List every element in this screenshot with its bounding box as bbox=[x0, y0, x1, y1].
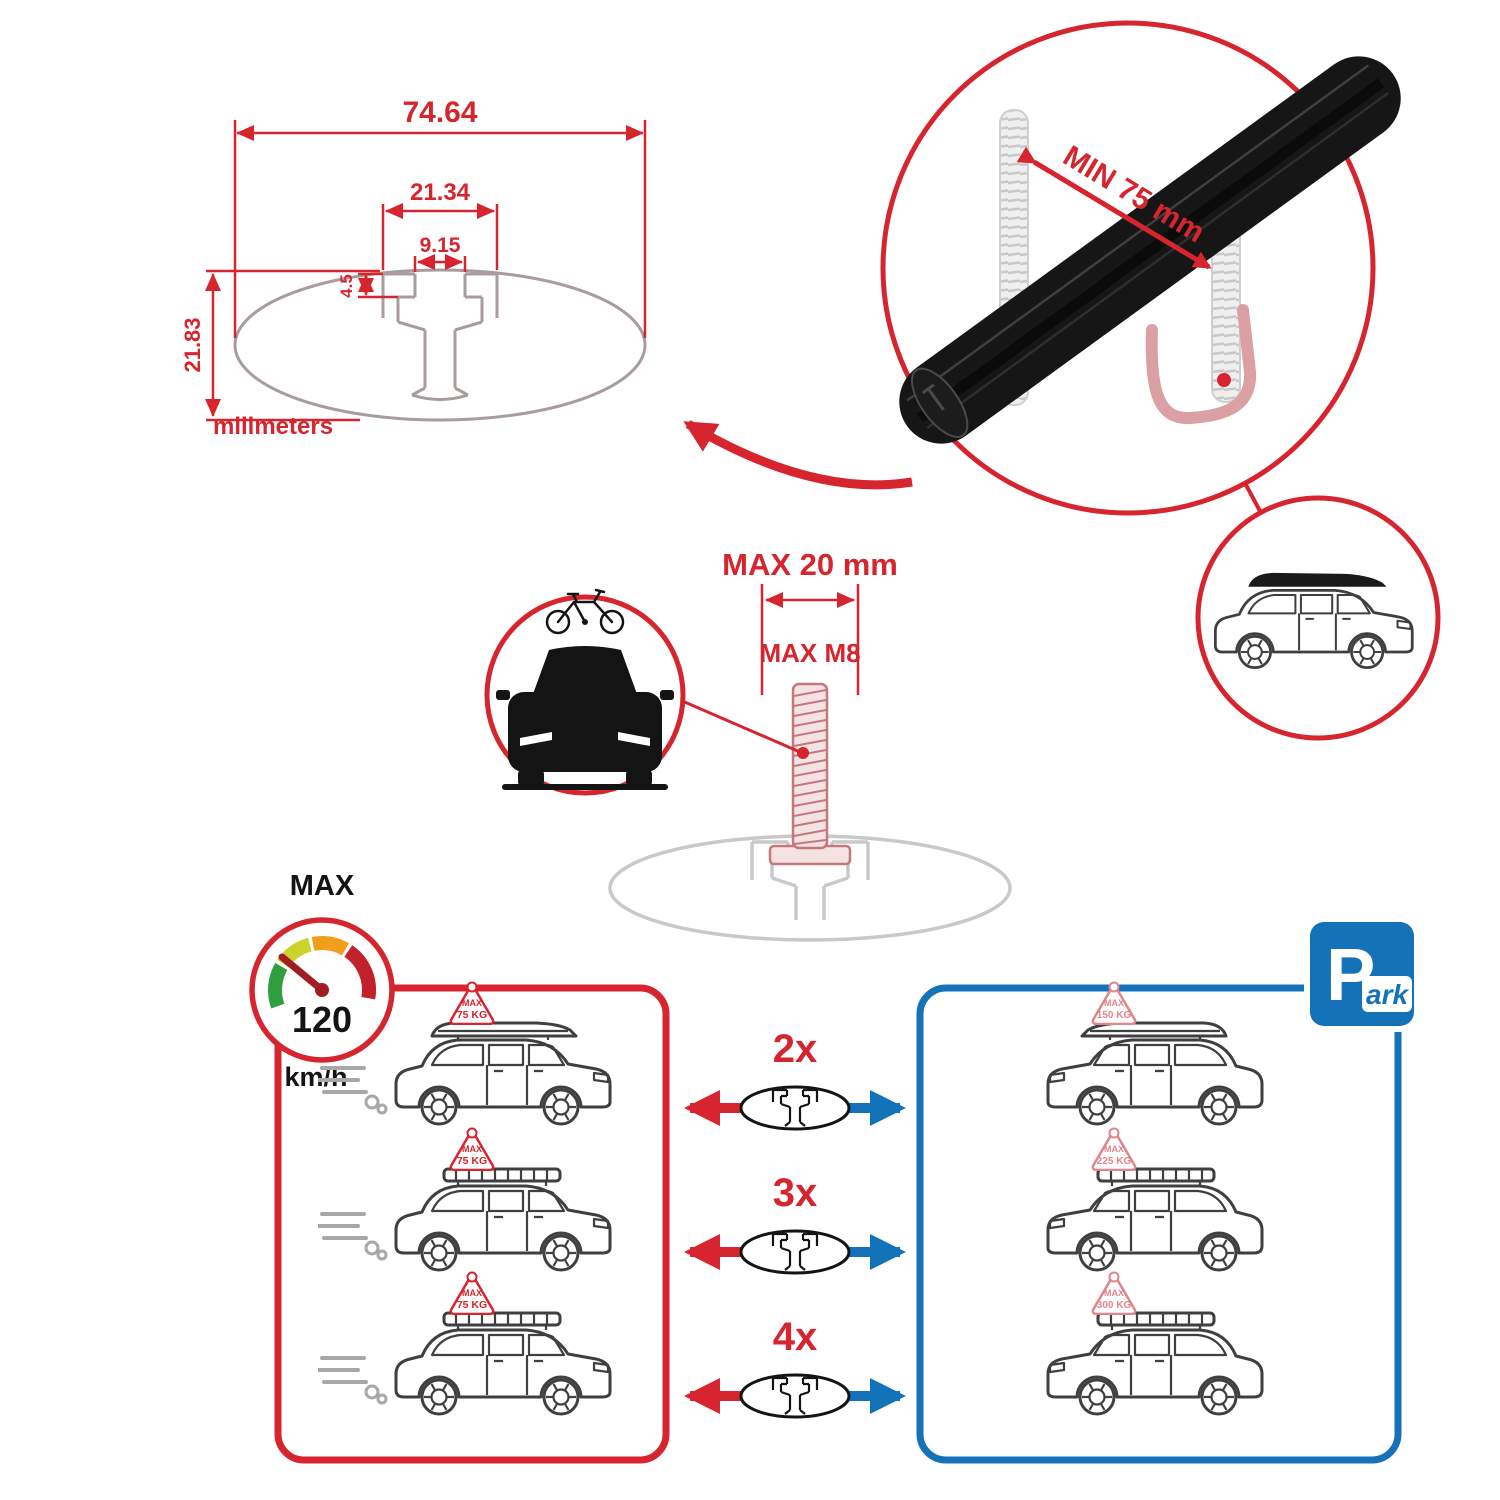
dim-total-height-extensions bbox=[206, 269, 380, 422]
flag-load-value: 225 KG bbox=[1097, 1156, 1132, 1167]
dim-slot-depth-extensions bbox=[358, 272, 398, 299]
headlight-right bbox=[618, 732, 650, 746]
u-bolt-strap bbox=[1145, 304, 1257, 425]
crossbar-profile-channel bbox=[381, 272, 499, 401]
driving-car-row-3: MAX 75 KG bbox=[318, 1271, 612, 1416]
suv-detail-circle bbox=[1195, 495, 1441, 741]
gauge-value: 120 bbox=[292, 999, 352, 1040]
flag-load-value: 75 KG bbox=[457, 1009, 487, 1021]
bolt-diagram: MAX 20 mm MAX M8 bbox=[608, 547, 1012, 942]
headlight-left bbox=[520, 732, 552, 746]
load-flag: MAX 75 KG bbox=[449, 1127, 495, 1171]
gauge-max-label: MAX bbox=[290, 870, 355, 902]
load-flag: MAX 225 KG bbox=[1091, 1127, 1137, 1171]
crossbar-profile-icon bbox=[739, 1229, 851, 1275]
multiplier-3x: 3x bbox=[684, 1171, 906, 1275]
park-sign-ark: ark bbox=[1366, 979, 1409, 1010]
flag-load-value: 300 KG bbox=[1097, 1300, 1132, 1311]
dimension-diagram: 74.64 21.34 9.15 4.5 21.83 milimeters bbox=[180, 96, 647, 440]
crossbar-profile-icon bbox=[739, 1373, 851, 1419]
car-front-icon bbox=[496, 646, 674, 790]
fastener-dot bbox=[1217, 373, 1231, 387]
pointer-arrow-to-profile bbox=[683, 420, 913, 490]
dim-slot-inner-extensions bbox=[413, 256, 467, 272]
min-span-arrow bbox=[1016, 146, 1212, 270]
multiplier-label: 4x bbox=[773, 1315, 818, 1359]
multiplier-label: 3x bbox=[773, 1171, 818, 1215]
multiplier-4x: 4x bbox=[684, 1315, 906, 1419]
crossbar-profile-icon bbox=[739, 1085, 851, 1131]
dim-slot-outer-value: 21.34 bbox=[410, 179, 471, 206]
dim-slot-outer-extensions bbox=[381, 204, 499, 270]
roofbox-icon bbox=[1080, 1021, 1228, 1042]
flag-load-value: 75 KG bbox=[457, 1299, 487, 1311]
flag-max-label: MAX bbox=[1104, 1144, 1124, 1154]
dim-total-width-extensions bbox=[233, 120, 647, 338]
multiplier-2x: 2x bbox=[684, 1027, 906, 1131]
flag-max-label: MAX bbox=[1104, 1288, 1124, 1298]
dim-total-width-value: 74.64 bbox=[402, 96, 477, 129]
bolt-illustration bbox=[768, 682, 852, 866]
bolt-thread-label: MAX M8 bbox=[759, 638, 860, 668]
dim-slot-inner-value: 9.15 bbox=[420, 234, 461, 257]
ground-line bbox=[502, 784, 668, 790]
flag-load-value: 150 KG bbox=[1097, 1010, 1132, 1021]
crossbar-profile-ellipse bbox=[233, 268, 647, 422]
parking-car-row-3: MAX 300 KG bbox=[1046, 1271, 1264, 1416]
car-front-circle bbox=[484, 588, 686, 796]
bike-icon bbox=[545, 588, 625, 635]
speed-gauge: MAX 120 km/h bbox=[249, 870, 395, 1092]
crossbar-detail-circle: MIN 75 mm bbox=[880, 20, 1401, 516]
bolt-pointer-line bbox=[679, 698, 801, 754]
flag-max-label: MAX bbox=[462, 998, 482, 1008]
parking-car-row-1: MAX 150 KG bbox=[1046, 981, 1264, 1126]
circle-connector-line bbox=[1243, 482, 1263, 514]
bolt-width-extensions bbox=[760, 584, 860, 695]
multiplier-label: 2x bbox=[773, 1027, 818, 1071]
load-flag: MAX 300 KG bbox=[1091, 1271, 1137, 1315]
load-flag: MAX 75 KG bbox=[449, 981, 495, 1025]
gauge-needle bbox=[278, 953, 326, 994]
park-sign: P ark bbox=[1304, 916, 1420, 1032]
dim-slot-depth-value: 4.5 bbox=[337, 274, 356, 298]
dim-unit-label: milimeters bbox=[213, 413, 333, 440]
driving-car-row-2: MAX 75 KG bbox=[318, 1127, 612, 1272]
flag-max-label: MAX bbox=[462, 1288, 482, 1298]
driving-car-row-1: MAX 75 KG bbox=[318, 981, 612, 1126]
roofbox-icon bbox=[430, 1021, 578, 1042]
flag-max-label: MAX bbox=[1104, 998, 1124, 1008]
load-flag: MAX 75 KG bbox=[449, 1271, 495, 1315]
dim-total-height-value: 21.83 bbox=[180, 317, 205, 372]
bolt-pointer-dot bbox=[797, 747, 809, 759]
flag-load-value: 75 KG bbox=[457, 1155, 487, 1167]
bolt-max-width-label: MAX 20 mm bbox=[722, 547, 898, 582]
flag-max-label: MAX bbox=[462, 1144, 482, 1154]
parking-car-row-2: MAX 225 KG bbox=[1046, 1127, 1264, 1272]
bolt-threads bbox=[793, 689, 827, 845]
load-flag: MAX 150 KG bbox=[1091, 981, 1137, 1025]
